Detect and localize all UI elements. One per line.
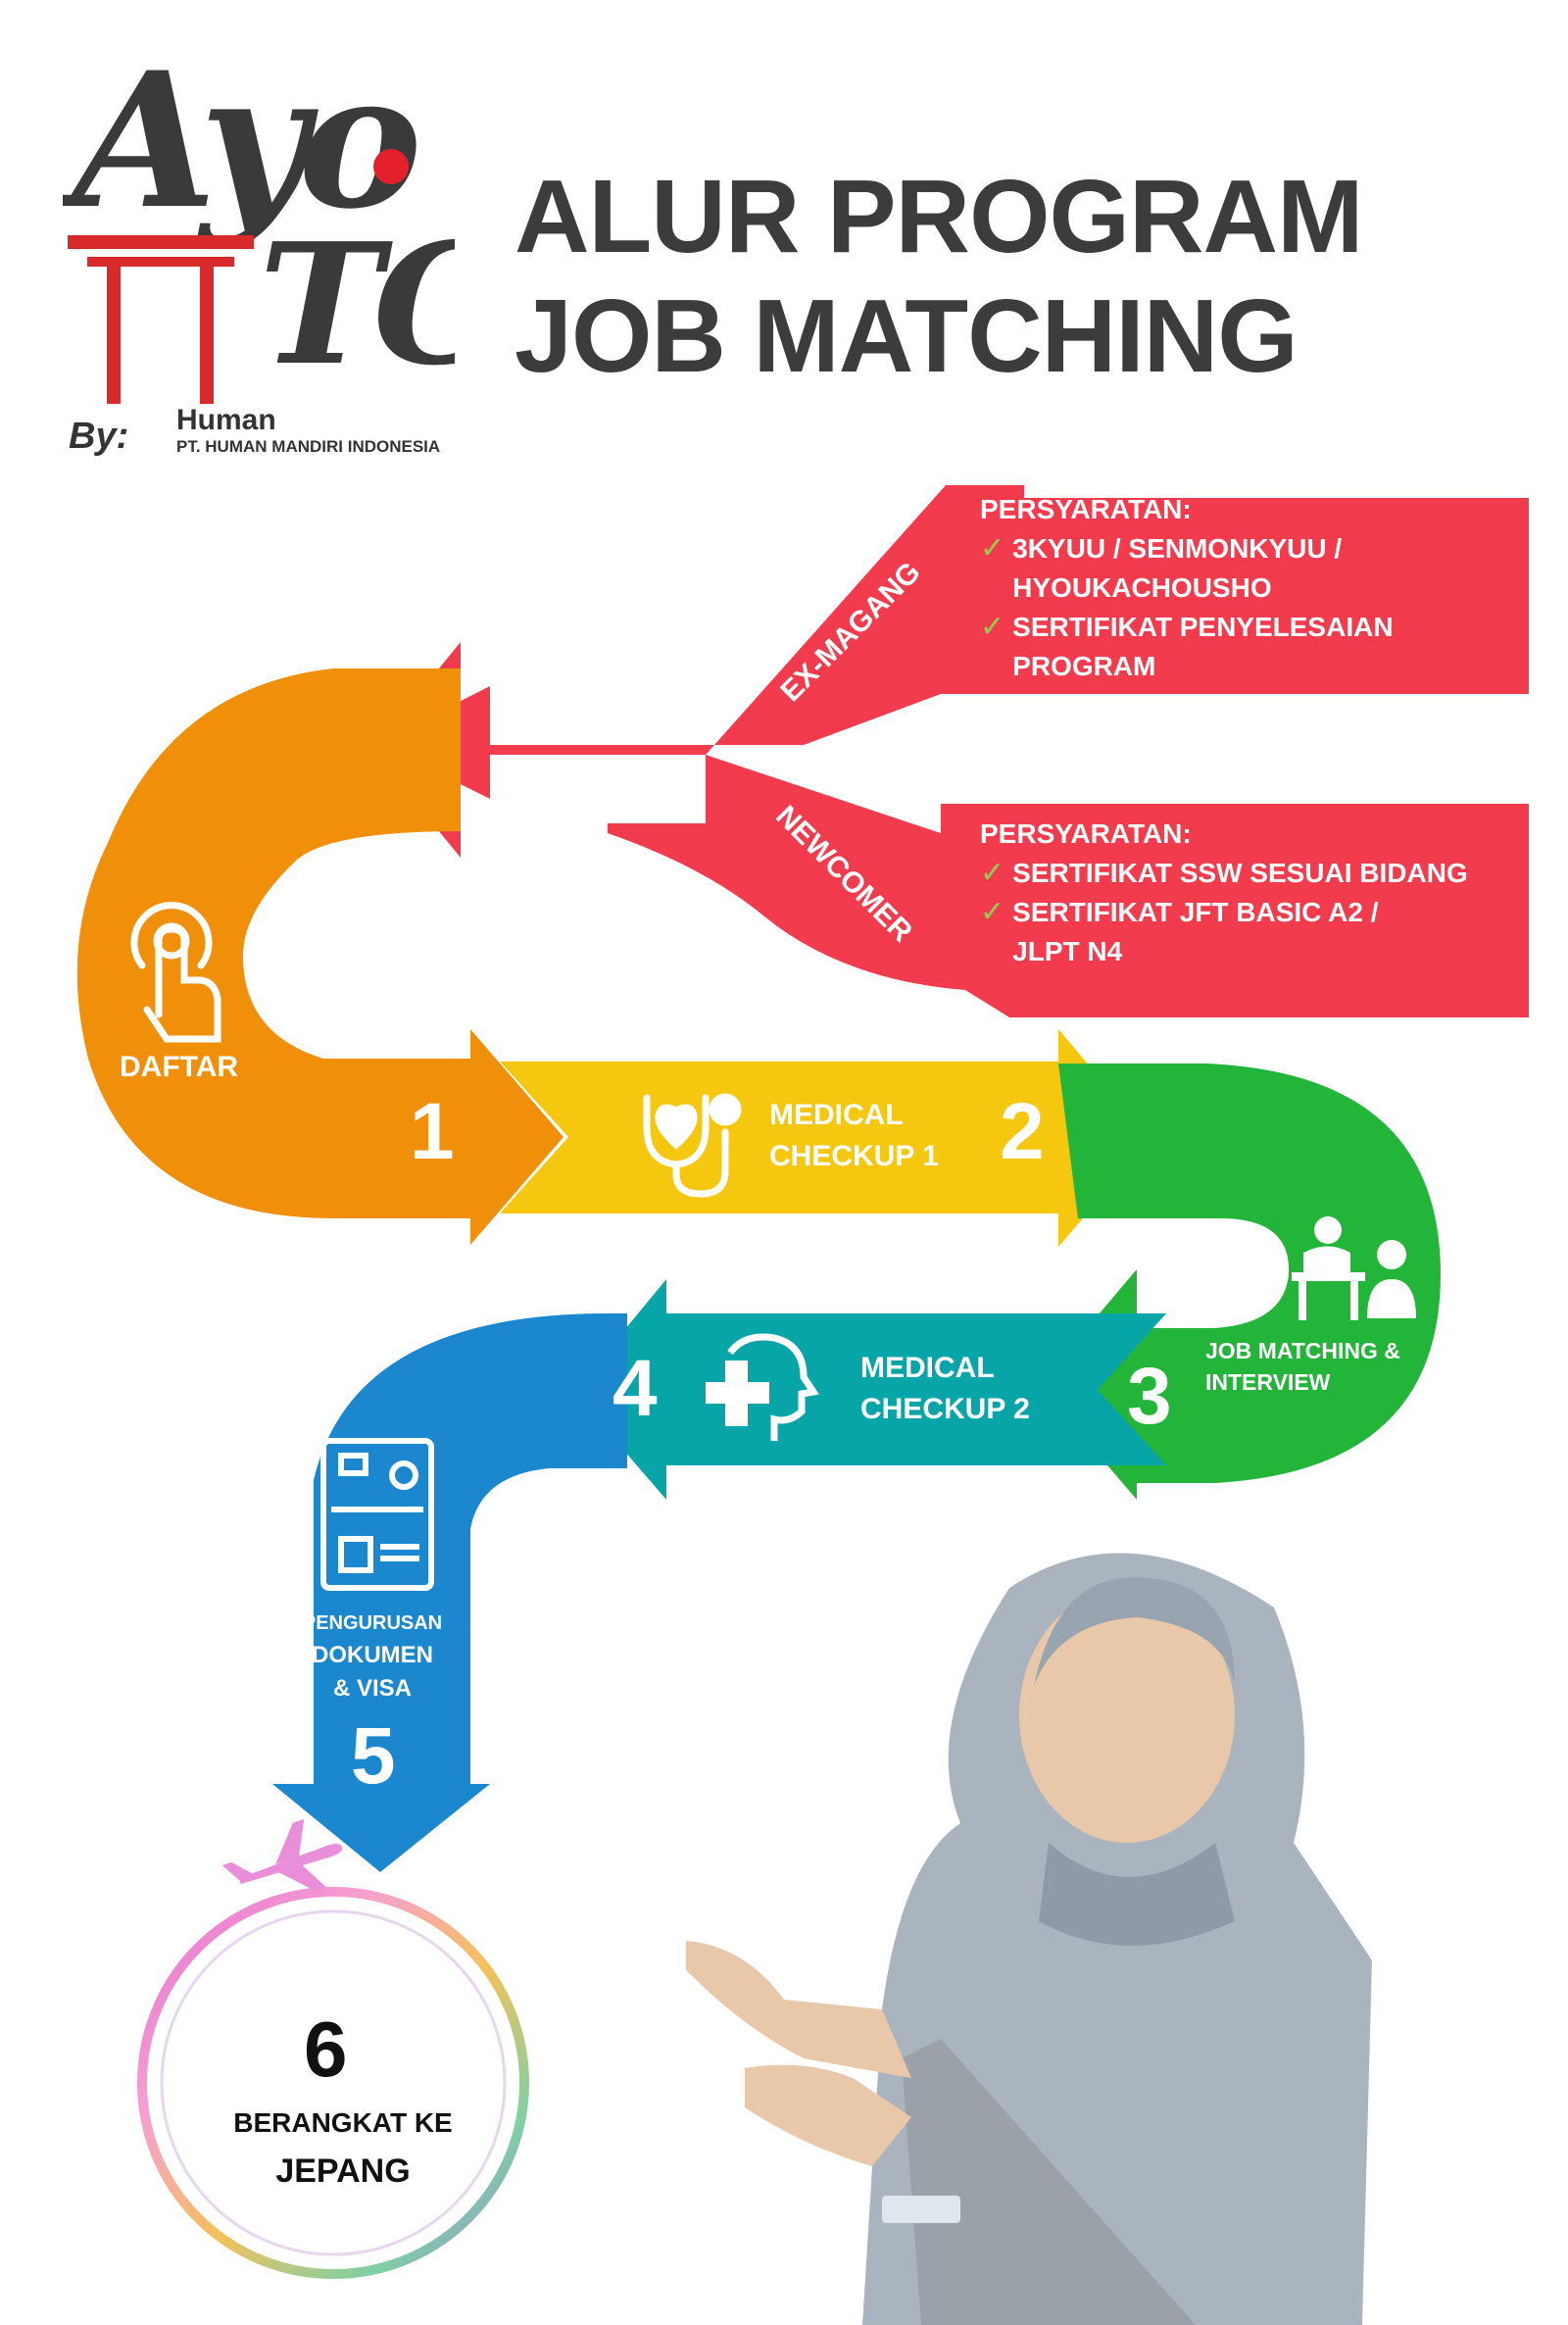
ayo-tg-logo: Ayo TG: [63, 39, 455, 404]
requirement-item: ✓MAGANG: [1012, 690, 1138, 720]
requirements-newcomer: PERSYARATAN: ✓SERTIFIKAT SSW SESUAI BIDA…: [980, 818, 1529, 971]
step-2-number: 2: [1000, 1087, 1045, 1176]
requirement-item: ✓JLPT N4: [1012, 936, 1123, 966]
touch-hand-icon: [130, 902, 221, 1043]
check-icon: ✓: [980, 857, 1005, 889]
step-2-label: MEDICAL CHECKUP 1: [769, 1099, 939, 1172]
logo-by-label: By:: [69, 416, 129, 457]
requirements-newcomer-title: PERSYARATAN:: [980, 818, 1192, 849]
blue-arrow-head: [272, 1784, 490, 1872]
requirement-item: ✓3KYUU / SENMONKYUU /: [980, 529, 1529, 569]
red-branch-lower-shape: [608, 755, 1529, 1017]
orange-loop-shape: [76, 668, 470, 1218]
step-4-label: MEDICAL CHECKUP 2: [860, 1352, 1030, 1425]
green-loop-shape: [1058, 1064, 1441, 1483]
page-title: ALUR PROGRAM JOB MATCHING: [514, 157, 1363, 396]
page-title-line1: ALUR PROGRAM: [514, 159, 1363, 274]
logo-brand-name: Human: [176, 404, 276, 436]
step-1-number: 1: [410, 1087, 455, 1176]
requirements-ex-magang-title: PERSYARATAN:: [980, 494, 1192, 524]
medical-head-cross-icon: [706, 1333, 819, 1441]
step-6-label-line2: JEPANG: [275, 2152, 411, 2190]
check-icon: ✓: [980, 532, 1005, 565]
stethoscope-heart-icon: [643, 1093, 742, 1198]
requirement-item: ✓SERTIFIKAT SSW SESUAI BIDANG: [980, 854, 1529, 893]
requirements-ex-magang: PERSYARATAN: ✓3KYUU / SENMONKYUU / ✓HYOU…: [980, 494, 1529, 725]
check-icon: ✓: [980, 896, 1005, 928]
interview-desk-icon: [1292, 1216, 1416, 1320]
red-branch-shape: [377, 485, 1529, 799]
step-3-number: 3: [1127, 1352, 1172, 1441]
blue-loop-shape: [314, 1313, 627, 1784]
visa-document-icon: [320, 1438, 434, 1591]
page-title-line2: JOB MATCHING: [514, 278, 1298, 394]
requirement-item: ✓SERTIFIKAT JFT BASIC A2 /: [980, 893, 1529, 932]
airplane-icon: [221, 1818, 343, 1892]
step-3-label: JOB MATCHING & INTERVIEW: [1205, 1338, 1400, 1395]
destination-ring: [137, 1887, 529, 2279]
step-1-label: DAFTAR: [120, 1051, 239, 1083]
svg-text:TG: TG: [259, 207, 455, 403]
check-icon: ✓: [980, 611, 1005, 643]
step-4-number: 4: [612, 1344, 658, 1433]
step-5-number: 5: [351, 1711, 396, 1801]
destination-ring-inner: [160, 1909, 507, 2256]
step-6-label-line1: BERANGKAT KE: [233, 2107, 453, 2138]
person-photo: [686, 1553, 1372, 2325]
orange-arrow-head: [470, 1029, 564, 1245]
step-5-label: PENGURUSAN DOKUMEN & VISA: [302, 1612, 443, 1702]
teal-bar-shape: [573, 1279, 1166, 1500]
yellow-bar-shape: [500, 1029, 1152, 1247]
svg-text:Ayo: Ayo: [63, 39, 416, 250]
requirement-item: ✓HYOUKACHOUSHO: [1012, 572, 1272, 603]
logo-company-name: PT. HUMAN MANDIRI INDONESIA: [176, 437, 441, 456]
step-6-number: 6: [304, 2005, 348, 2093]
requirement-item: ✓SERTIFIKAT PENYELESAIAN PROGRAM: [980, 608, 1529, 686]
